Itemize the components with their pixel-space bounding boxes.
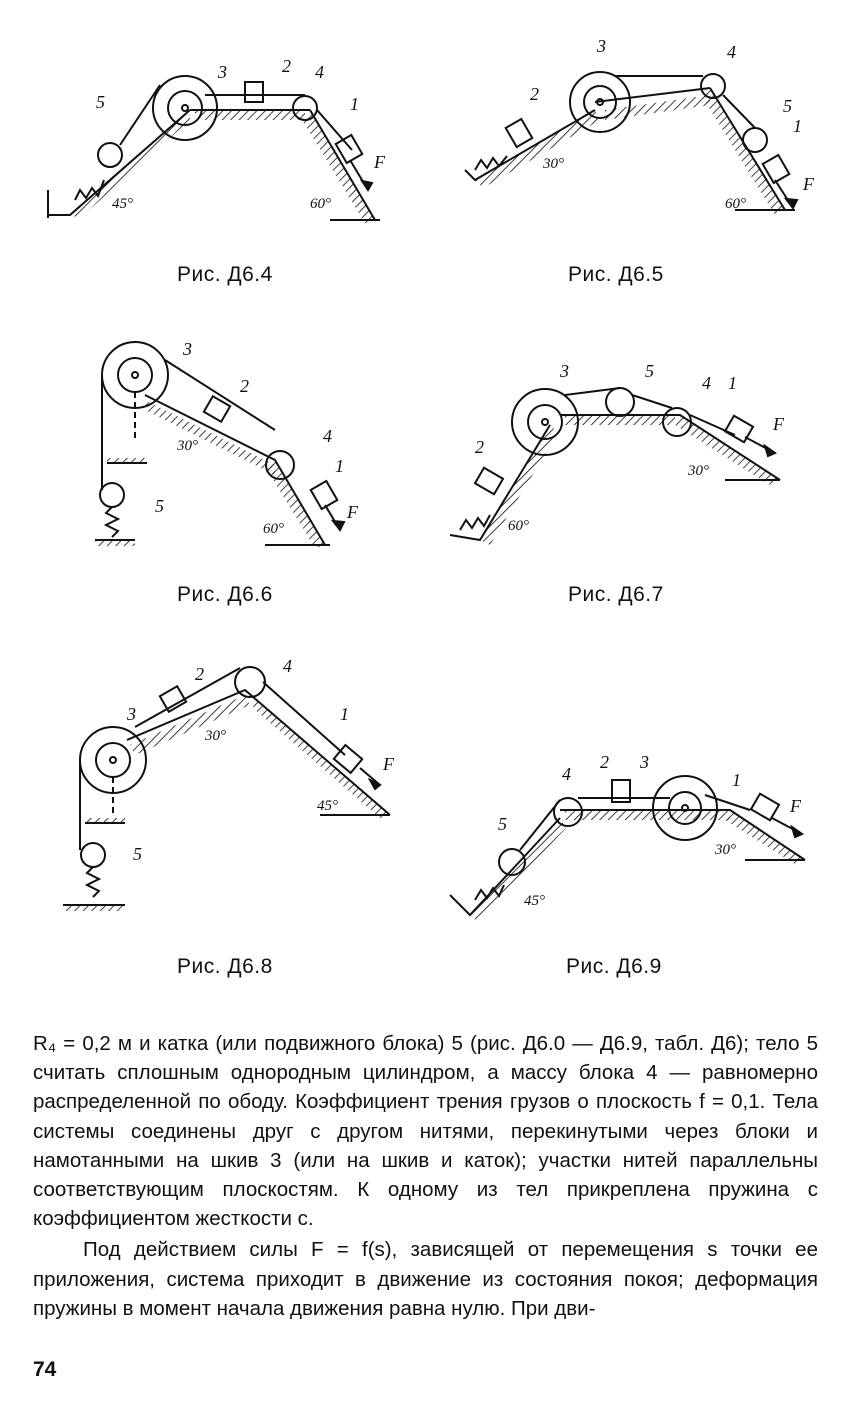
paragraph-1: R₄ = 0,2 м и катка (или подвижного блока… bbox=[33, 1032, 818, 1231]
label-3: 3 bbox=[217, 62, 227, 82]
label-2: 2 bbox=[600, 752, 609, 772]
figure-d6-6: 3 2 4 1 5 30° 60° F bbox=[85, 330, 385, 560]
force-label: F bbox=[802, 174, 815, 194]
angle-label-1: 45° bbox=[112, 196, 133, 212]
label-4: 4 bbox=[283, 656, 292, 676]
label-3: 3 bbox=[182, 339, 192, 359]
figure-d6-4: 3 2 4 1 5 45° 60° F bbox=[30, 40, 390, 240]
label-1: 1 bbox=[335, 456, 344, 476]
figure-d6-7-drawing: 3 5 4 1 2 60° 30° F bbox=[449, 361, 785, 545]
label-2: 2 bbox=[195, 664, 204, 684]
label-5: 5 bbox=[155, 496, 164, 516]
caption-d6-9: Рис. Д6.9 bbox=[566, 955, 662, 978]
label-1: 1 bbox=[732, 770, 741, 790]
label-5: 5 bbox=[783, 96, 792, 116]
label-4: 4 bbox=[323, 426, 332, 446]
figure-d6-8-drawing: 3 2 4 1 5 30° 45° F bbox=[63, 656, 395, 911]
label-4: 4 bbox=[315, 62, 324, 82]
label-3: 3 bbox=[559, 361, 569, 381]
figure-d6-6-drawing: 3 2 4 1 5 30° 60° F bbox=[95, 339, 359, 548]
label-5: 5 bbox=[133, 844, 142, 864]
figure-d6-8: 3 2 4 1 5 30° 45° F bbox=[55, 650, 405, 920]
label-5: 5 bbox=[645, 361, 654, 381]
label-2: 2 bbox=[475, 437, 484, 457]
angle-label-1: 30° bbox=[542, 156, 564, 172]
force-label: F bbox=[382, 754, 395, 774]
label-2: 2 bbox=[240, 376, 249, 396]
label-4: 4 bbox=[562, 764, 571, 784]
figure-d6-9: 4 2 3 1 5 45° 30° F bbox=[440, 750, 810, 940]
figure-d6-5: 3 4 2 5 1 30° 60° F bbox=[455, 40, 825, 230]
angle-label-2: 45° bbox=[317, 798, 338, 814]
label-3: 3 bbox=[126, 704, 136, 724]
label-1: 1 bbox=[350, 94, 359, 114]
angle-label-2: 60° bbox=[263, 521, 284, 537]
angle-label-2: 60° bbox=[310, 196, 331, 212]
label-3: 3 bbox=[639, 752, 649, 772]
label-1: 1 bbox=[340, 704, 349, 724]
figure-d6-4-drawing: 3 2 4 1 5 45° 60° F bbox=[47, 56, 386, 223]
angle-label-1: 30° bbox=[204, 728, 226, 744]
label-2: 2 bbox=[282, 56, 291, 76]
label-1: 1 bbox=[793, 116, 802, 136]
caption-d6-5: Рис. Д6.5 bbox=[568, 263, 664, 286]
figure-d6-5-drawing: 3 4 2 5 1 30° 60° F bbox=[464, 40, 815, 215]
caption-d6-7: Рис. Д6.7 bbox=[568, 583, 664, 606]
angle-label-2: 30° bbox=[687, 463, 709, 479]
label-3: 3 bbox=[596, 40, 606, 56]
caption-d6-4: Рис. Д6.4 bbox=[177, 263, 273, 286]
figure-d6-7: 3 5 4 1 2 60° 30° F bbox=[440, 355, 810, 555]
body-text: R₄ = 0,2 м и катка (или подвижного блока… bbox=[33, 1029, 818, 1323]
angle-label-2: 30° bbox=[714, 842, 736, 858]
label-1: 1 bbox=[728, 373, 737, 393]
force-label: F bbox=[373, 152, 386, 172]
label-2: 2 bbox=[530, 84, 539, 104]
angle-label-1: 60° bbox=[508, 518, 529, 534]
force-label: F bbox=[346, 502, 359, 522]
figure-d6-9-drawing: 4 2 3 1 5 45° 30° F bbox=[449, 752, 806, 922]
angle-label-1: 45° bbox=[524, 893, 545, 909]
force-label: F bbox=[772, 414, 785, 434]
label-5: 5 bbox=[498, 814, 507, 834]
caption-d6-6: Рис. Д6.6 bbox=[177, 583, 273, 606]
paragraph-2: Под действием силы F = f(s), зависящей о… bbox=[33, 1238, 818, 1320]
label-4: 4 bbox=[727, 42, 736, 62]
angle-label-2: 60° bbox=[725, 196, 746, 212]
angle-label-1: 30° bbox=[176, 438, 198, 454]
label-4: 4 bbox=[702, 373, 711, 393]
page-number: 74 bbox=[33, 1358, 57, 1381]
label-5: 5 bbox=[96, 92, 105, 112]
force-label: F bbox=[789, 796, 802, 816]
caption-d6-8: Рис. Д6.8 bbox=[177, 955, 273, 978]
